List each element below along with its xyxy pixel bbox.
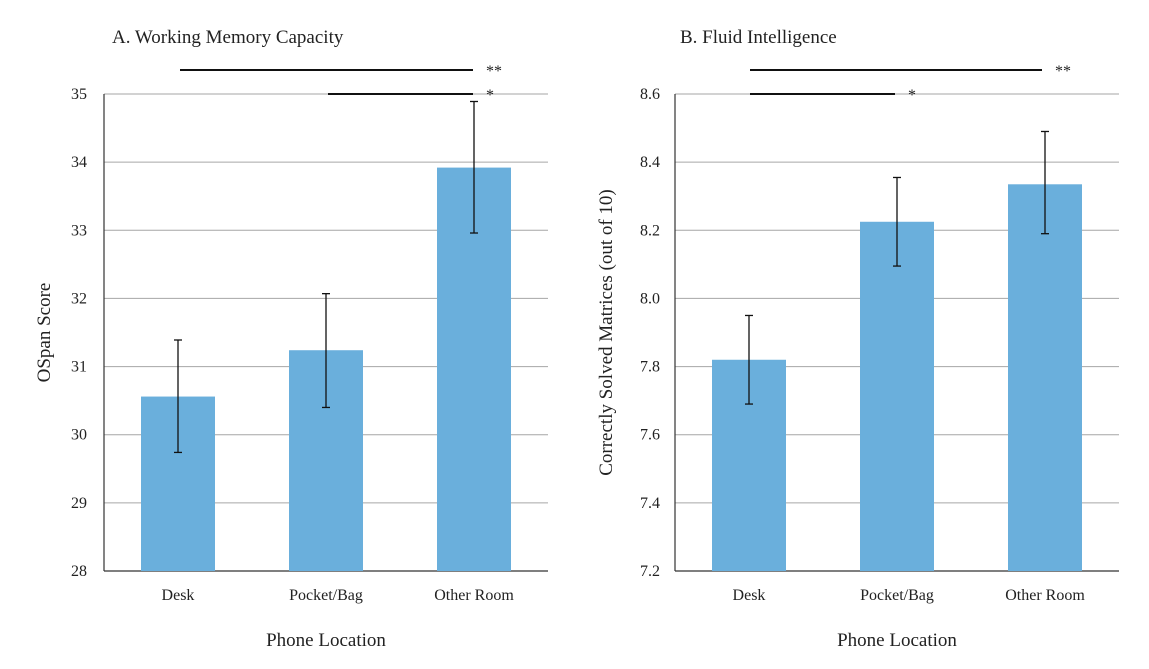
y-tick-label: 33 [71,222,87,239]
y-tick-label: 32 [71,290,87,307]
significance-label: ** [486,63,502,80]
x-tick-label: Pocket/Bag [860,587,934,604]
x-tick-label: Other Room [434,587,514,604]
significance-label: * [908,87,916,104]
x-axis-label: Phone Location [266,630,386,651]
x-tick-label: Pocket/Bag [289,587,363,604]
y-tick-label: 8.0 [640,290,660,307]
y-tick-label: 8.6 [640,86,660,103]
significance-label: * [486,87,494,104]
y-tick-label: 34 [71,154,87,171]
y-tick-label: 7.6 [640,427,660,444]
y-axis-label: Correctly Solved Matrices (out of 10) [596,189,617,476]
y-axis-label: OSpan Score [34,283,55,383]
significance-label: ** [1055,63,1071,80]
y-tick-label: 29 [71,495,87,512]
x-tick-label: Desk [733,587,766,604]
y-tick-label: 8.2 [640,222,660,239]
y-tick-label: 30 [71,427,87,444]
bar [1008,184,1082,571]
y-tick-label: 7.8 [640,359,660,376]
y-tick-label: 28 [71,563,87,580]
y-tick-label: 7.4 [640,495,660,512]
bar [437,167,511,571]
y-tick-label: 31 [71,359,87,376]
x-axis-label: Phone Location [837,630,957,651]
x-tick-label: Other Room [1005,587,1085,604]
y-tick-label: 7.2 [640,563,660,580]
y-tick-label: 35 [71,86,87,103]
chart-title: B. Fluid Intelligence [680,27,837,48]
chart-title: A. Working Memory Capacity [112,27,344,48]
x-tick-label: Desk [162,587,195,604]
bar [860,221,934,571]
y-tick-label: 8.4 [640,154,660,171]
